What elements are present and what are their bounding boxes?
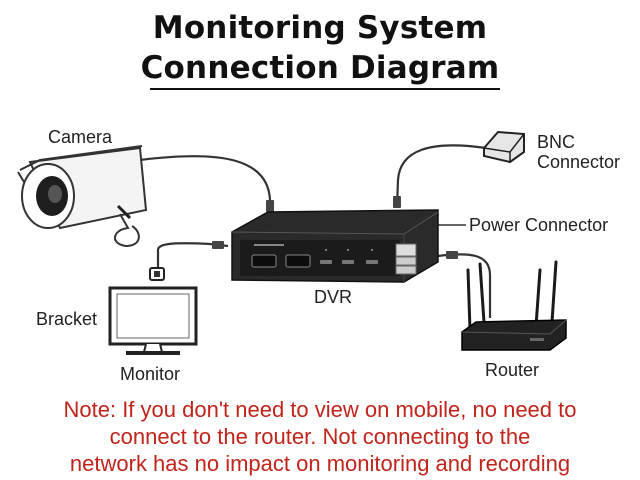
note-line-2: connect to the router. Not connecting to… xyxy=(109,424,531,449)
label-router: Router xyxy=(485,360,540,380)
label-bnc-connector: BNC Connector xyxy=(537,132,620,172)
note-text: Note: If you don't need to view on mobil… xyxy=(0,396,640,477)
cables xyxy=(139,144,492,318)
router-icon xyxy=(461,260,567,351)
label-dvr: DVR xyxy=(314,287,353,307)
monitor-icon xyxy=(108,286,198,355)
cable-plugs xyxy=(212,196,458,259)
label-camera: Camera xyxy=(48,127,113,147)
note-line-1: Note: If you don't need to view on mobil… xyxy=(63,397,577,422)
connection-diagram xyxy=(17,130,567,355)
note-line-3: network has no impact on monitoring and … xyxy=(69,451,571,476)
camera-cable xyxy=(139,155,272,208)
label-bracket: Bracket xyxy=(36,309,98,329)
bracket-icon xyxy=(149,267,165,281)
label-power-connector: Power Connector xyxy=(469,215,609,235)
monitor-cable xyxy=(156,242,229,276)
title-underline xyxy=(150,88,500,90)
bnc-connector-icon xyxy=(483,130,525,164)
label-monitor: Monitor xyxy=(120,364,181,384)
label-bnc-line-1: BNC xyxy=(537,132,576,152)
diagram-title: Monitoring System Connection Diagram xyxy=(0,8,640,88)
dvr-icon xyxy=(231,209,439,283)
label-bnc-line-2: Connector xyxy=(537,152,621,172)
title-line-2: Connection Diagram xyxy=(140,50,500,86)
camera-icon xyxy=(17,145,148,248)
bnc-cable xyxy=(395,144,487,209)
title-line-1: Monitoring System xyxy=(152,10,488,46)
